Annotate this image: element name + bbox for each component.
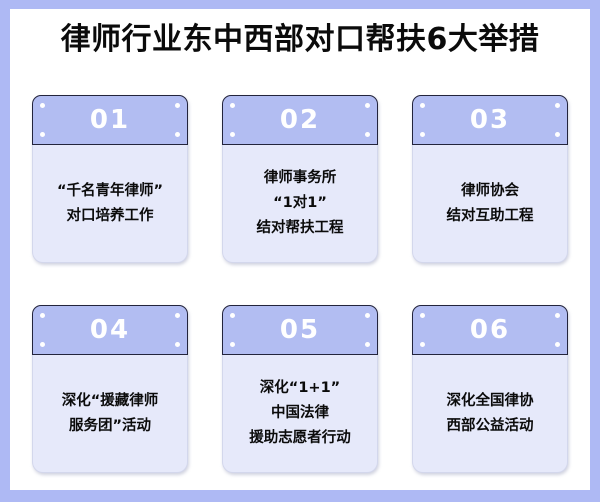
punch-hole-icon [230, 103, 235, 108]
punch-hole-icon [365, 342, 370, 347]
card-text-line: 律师事务所 [263, 170, 337, 186]
card-text-line: 结对互助工程 [446, 207, 534, 224]
card-number: 02 [279, 105, 321, 135]
punch-hole-icon [175, 103, 180, 108]
punch-hole-icon [230, 342, 235, 347]
card-text-line: 服务团”活动 [68, 417, 152, 434]
punch-hole-icon [40, 313, 45, 318]
punch-hole-icon [555, 103, 560, 108]
card-body: 律师协会结对互助工程 [412, 145, 568, 263]
measure-card-01[interactable]: 01 “千名青年律师” 对口培养工作 [32, 95, 188, 263]
card-text-line: 援助志愿者行动 [249, 430, 351, 446]
measure-card-05[interactable]: 05 深化“1+1” 中国法律援助志愿者行动 [222, 305, 378, 473]
card-header: 01 [32, 95, 188, 145]
title-bar: 律师行业东中西部对口帮扶6大举措 [10, 23, 590, 57]
card-text-line: 西部公益活动 [446, 417, 534, 434]
punch-hole-icon [365, 132, 370, 137]
card-text-line: 结对帮扶工程 [256, 220, 344, 236]
measure-card-grid: 01 “千名青年律师” 对口培养工作 02 律师事务所 “1对1” 结对帮扶工程 03 律师协会… [32, 95, 568, 473]
card-body: “千名青年律师” 对口培养工作 [32, 145, 188, 263]
card-body: 深化“援藏律师服务团”活动 [32, 355, 188, 473]
punch-hole-icon [420, 342, 425, 347]
card-number: 04 [89, 315, 131, 345]
card-text-line: 深化全国律协 [446, 392, 534, 409]
measure-card-06[interactable]: 06 深化全国律协西部公益活动 [412, 305, 568, 473]
card-header: 05 [222, 305, 378, 355]
punch-hole-icon [175, 132, 180, 137]
card-number: 06 [469, 315, 511, 345]
card-text-line: 律师协会 [461, 182, 519, 199]
punch-hole-icon [40, 132, 45, 137]
measure-card-03[interactable]: 03 律师协会结对互助工程 [412, 95, 568, 263]
card-body: 深化全国律协西部公益活动 [412, 355, 568, 473]
card-text-line: 深化“1+1” [259, 380, 341, 396]
card-text-line: 对口培养工作 [66, 207, 154, 224]
punch-hole-icon [420, 132, 425, 137]
card-header: 02 [222, 95, 378, 145]
punch-hole-icon [420, 103, 425, 108]
measure-card-04[interactable]: 04 深化“援藏律师服务团”活动 [32, 305, 188, 473]
card-text-line: “1对1” [273, 195, 327, 211]
punch-hole-icon [555, 132, 560, 137]
punch-hole-icon [365, 103, 370, 108]
card-number: 03 [469, 105, 511, 135]
card-number: 05 [279, 315, 321, 345]
card-header: 04 [32, 305, 188, 355]
punch-hole-icon [175, 342, 180, 347]
punch-hole-icon [365, 313, 370, 318]
punch-hole-icon [40, 342, 45, 347]
page-title: 律师行业东中西部对口帮扶6大举措 [60, 22, 540, 57]
punch-hole-icon [230, 132, 235, 137]
punch-hole-icon [555, 313, 560, 318]
card-header: 06 [412, 305, 568, 355]
punch-hole-icon [40, 103, 45, 108]
card-header: 03 [412, 95, 568, 145]
punch-hole-icon [555, 342, 560, 347]
card-number: 01 [89, 105, 131, 135]
card-body: 律师事务所 “1对1” 结对帮扶工程 [222, 145, 378, 263]
punch-hole-icon [420, 313, 425, 318]
card-text-line: 深化“援藏律师 [61, 392, 159, 409]
card-text-line: “千名青年律师” [56, 182, 164, 199]
measure-card-02[interactable]: 02 律师事务所 “1对1” 结对帮扶工程 [222, 95, 378, 263]
punch-hole-icon [230, 313, 235, 318]
poster-canvas: 律师行业东中西部对口帮扶6大举措 01 “千名青年律师” 对口培养工作 02 律师事务所… [10, 9, 590, 490]
card-body: 深化“1+1” 中国法律援助志愿者行动 [222, 355, 378, 473]
punch-hole-icon [175, 313, 180, 318]
card-text-line: 中国法律 [271, 405, 329, 421]
